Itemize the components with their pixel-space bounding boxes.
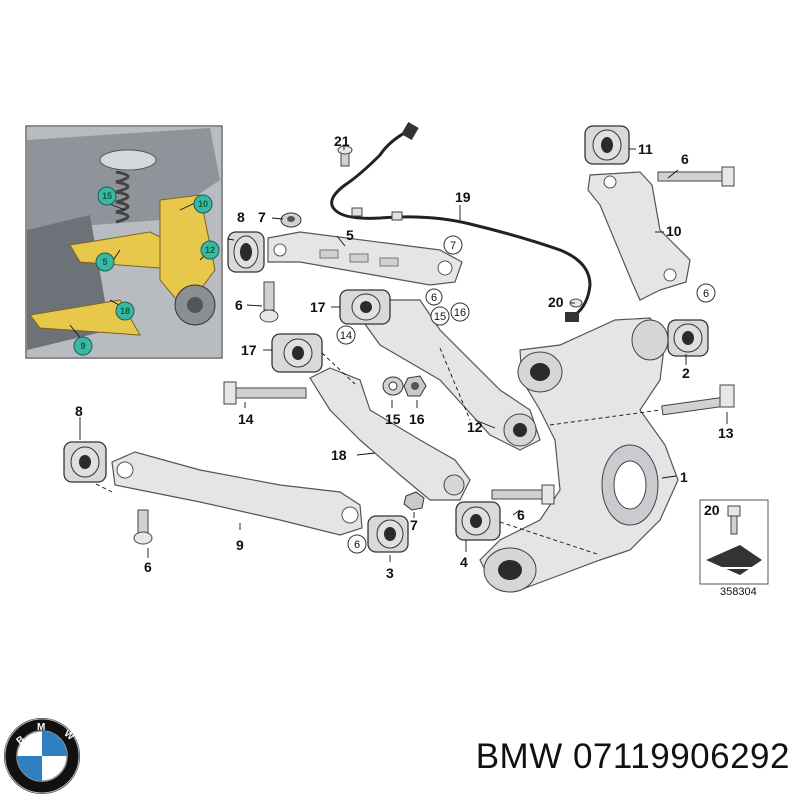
inset-callout-12: 12 [200,240,220,260]
callout-7-circle: 7 [443,235,463,255]
callout-6-circle-b: 6 [696,283,716,303]
part-21-screw [337,145,353,167]
svg-text:7: 7 [450,240,456,252]
label-8-lower: 8 [75,403,83,419]
label-4: 4 [460,554,468,570]
label-3: 3 [386,565,394,581]
label-20-legend: 20 [704,502,720,518]
label-15: 15 [385,411,401,427]
inset-callout-5: 5 [95,252,115,272]
part-9-control-arm [111,451,363,536]
svg-text:15: 15 [102,191,112,201]
part-1-wheel-carrier [479,317,679,593]
part-15-washer [382,376,404,396]
label-8-upper: 8 [237,209,245,225]
label-6-lower-right: 6 [517,507,525,523]
footer-part-number: BMW 07119906292 [410,737,790,777]
svg-text:M: M [37,722,45,733]
part-16-nut [403,375,427,397]
label-14: 14 [238,411,254,427]
part-13-bolt [661,384,735,416]
label-1: 1 [680,469,688,485]
svg-text:6: 6 [703,288,709,300]
label-18: 18 [331,447,347,463]
svg-text:6: 6 [431,292,437,304]
label-10: 10 [666,223,682,239]
inset-callout-18: 18 [115,301,135,321]
part-6-bolt-vertical-upper [259,281,279,323]
label-6-upper-left: 6 [235,297,243,313]
svg-text:5: 5 [102,257,107,267]
footer-brand: BMW [475,737,563,776]
inset-callout-9: 9 [73,336,93,356]
part-17-bushing-upper [339,289,391,325]
part-10-bracket [587,171,691,301]
label-6-top-right: 6 [681,151,689,167]
label-19: 19 [455,189,471,205]
part-6-bolt-horizontal-lower [491,484,555,505]
label-13: 13 [718,425,734,441]
label-6-lower-left: 6 [144,559,152,575]
label-12: 12 [467,419,483,435]
label-7-upper: 7 [258,209,266,225]
label-9: 9 [236,537,244,553]
part-14-bolt [223,381,307,405]
leader-lines [79,146,728,562]
overview-inset: 15 10 12 5 18 9 [25,125,223,359]
footer-number: 07119906292 [572,737,790,776]
part-7-nut-upper [280,212,302,228]
bmw-logo: B M W [4,718,80,794]
svg-text:6: 6 [354,539,360,551]
part-7-nut-lower [403,491,425,511]
label-7-lower: 7 [410,517,418,533]
callout-6-circle-a: 6 [425,288,443,306]
callout-16-circle-a: 16 [450,302,470,322]
part-11-bushing [584,125,630,165]
part-8-bushing-lower [63,441,107,483]
diagram-number: 358304 [720,586,757,598]
callout-15-circle-a: 15 [430,306,450,326]
legend-box [699,499,769,585]
svg-text:16: 16 [454,307,466,319]
part-2-bushing [667,319,709,357]
label-2: 2 [682,365,690,381]
part-5-control-arm [267,231,463,286]
part-8-bushing-upper [227,231,265,273]
svg-text:12: 12 [205,245,215,255]
svg-text:15: 15 [434,311,446,323]
label-20-sensor: 20 [548,294,564,310]
part-6-bolt-vertical-lower [133,509,153,545]
callout-6-circle-c: 6 [347,534,367,554]
label-16: 16 [409,411,425,427]
part-6-bolt-horizontal-top [657,166,735,187]
svg-text:14: 14 [340,330,352,342]
svg-text:10: 10 [198,199,208,209]
part-19-sensor-cable [330,121,592,322]
callout-14-circle: 14 [336,325,356,345]
label-17-lower: 17 [241,342,257,358]
label-5: 5 [346,227,354,243]
part-17-bushing-lower [271,333,323,373]
part-4-bushing [455,501,501,541]
label-17-upper: 17 [310,299,326,315]
label-11: 11 [638,141,653,157]
inset-callout-10: 10 [193,194,213,214]
inset-callout-15: 15 [97,186,117,206]
svg-text:18: 18 [120,306,130,316]
part-18-control-arm [309,367,471,501]
svg-text:9: 9 [80,341,85,351]
part-3-bushing [367,515,409,553]
label-21: 21 [334,133,350,149]
